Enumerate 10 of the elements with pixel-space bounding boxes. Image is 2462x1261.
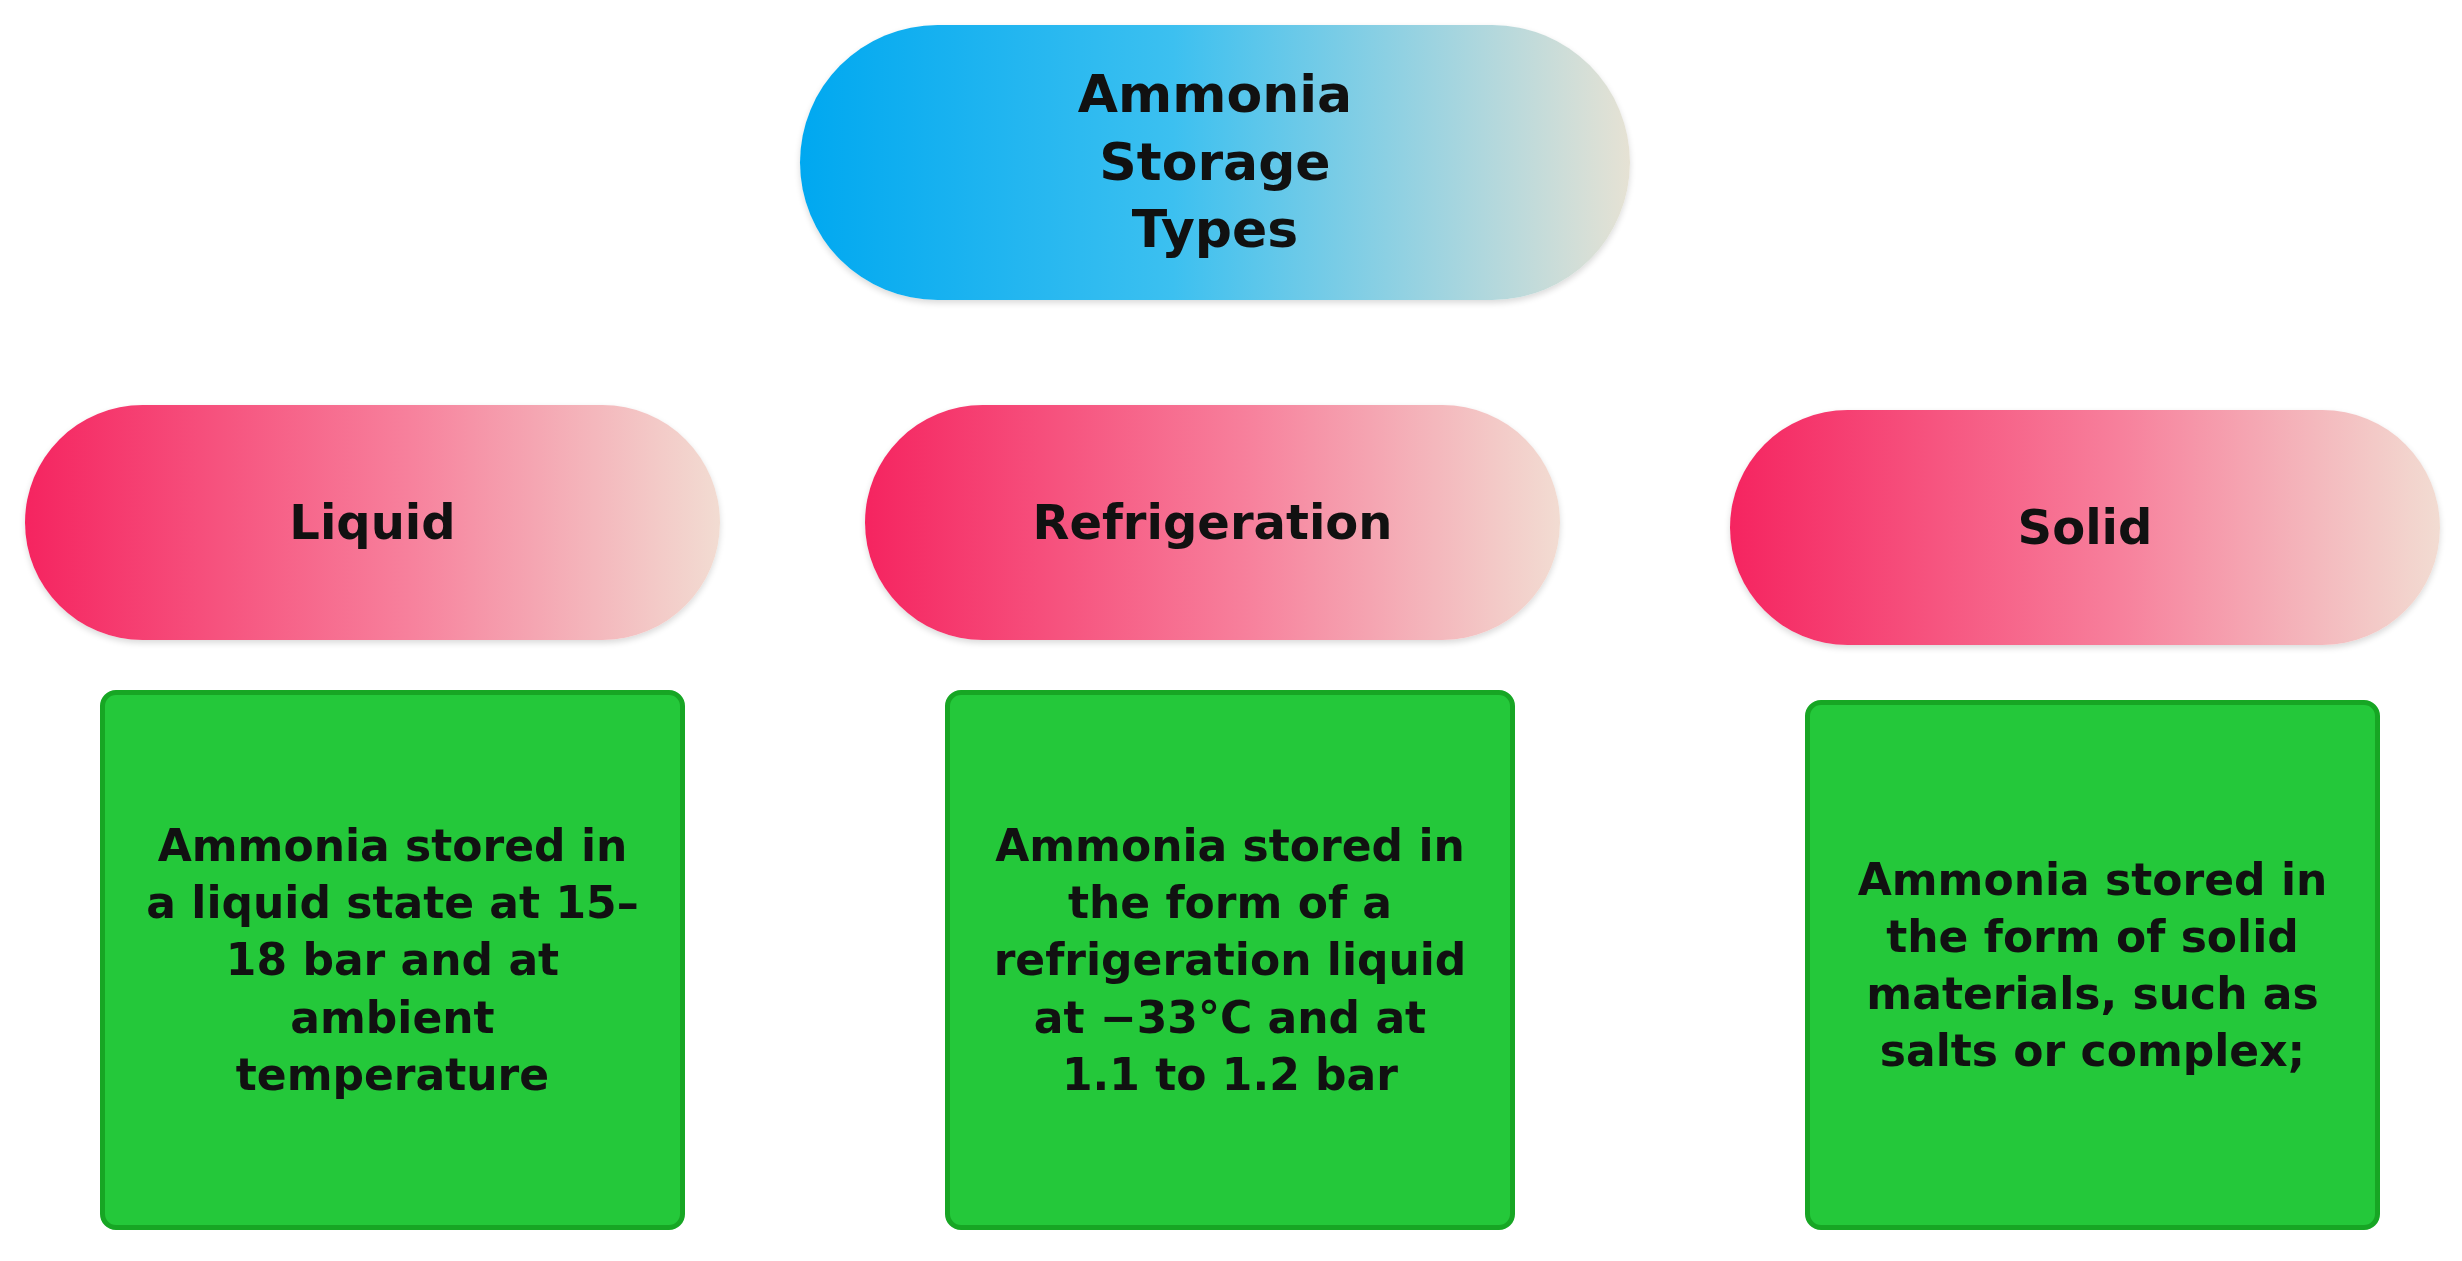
pill-label: Ammonia Storage Types [1076, 63, 1354, 262]
description-text: Ammonia stored in a liquid state at 15–18 bar and at ambient temperature [145, 819, 640, 1102]
description-text: Ammonia stored in the form of solid materials, such as salts or complex; [1856, 852, 2329, 1079]
description-text: Ammonia stored in the form of a refrigeration liquid at −33°C and at 1.1 to 1.2 bar [992, 819, 1468, 1102]
description-card [945, 690, 1515, 1230]
description-card [1805, 700, 2380, 1230]
description-card [100, 690, 685, 1230]
pill-label: Refrigeration [1032, 493, 1393, 553]
pill-label: Liquid [289, 493, 456, 553]
pill-label: Solid [2017, 498, 2153, 558]
